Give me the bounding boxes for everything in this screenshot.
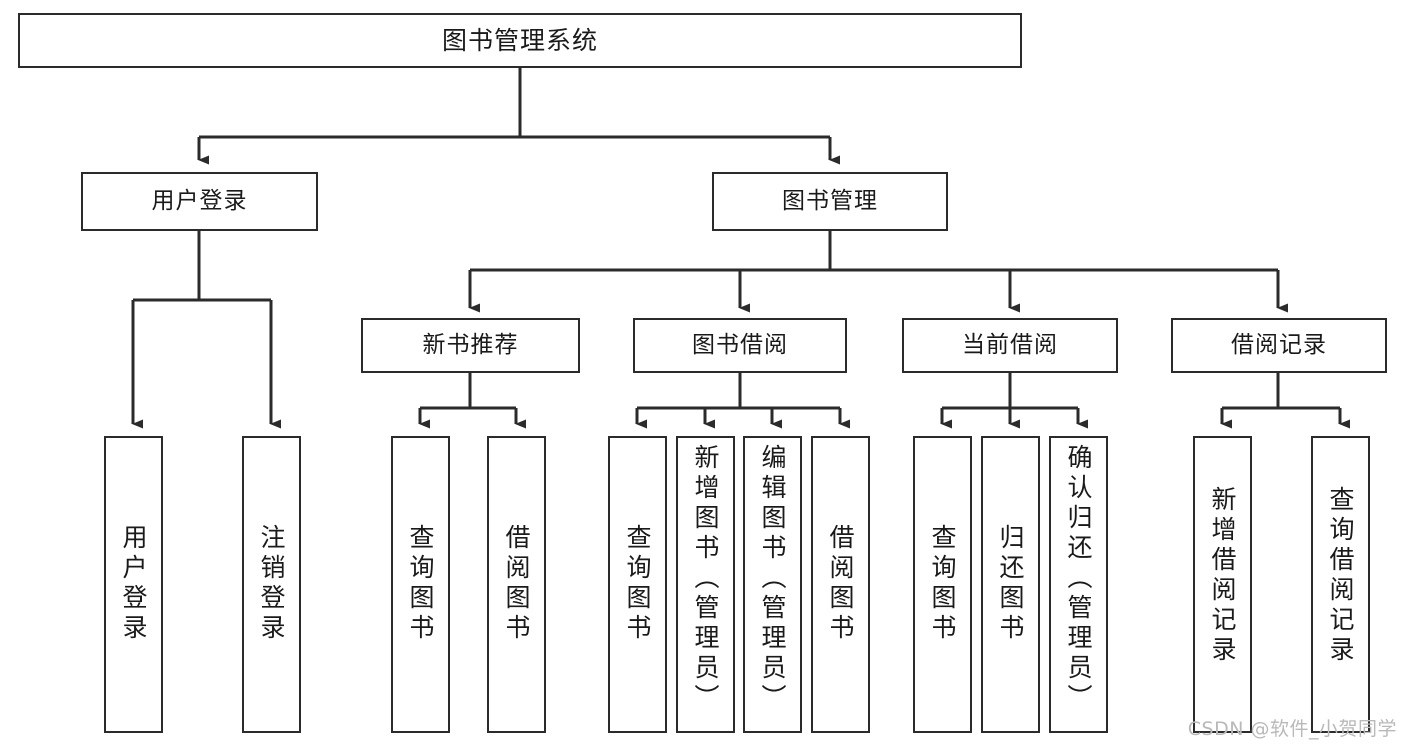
leaf-borrow-record-add-label: 新增借阅记录	[1208, 486, 1237, 666]
node-user-login[interactable]: 用户登录	[81, 172, 318, 231]
node-new-book-recommend-label: 新书推荐	[422, 331, 519, 358]
leaf-book-borrow-query[interactable]: 查询图书	[608, 436, 667, 733]
node-book-borrow-label: 图书借阅	[692, 331, 788, 358]
leaf-book-borrow-borrow-label: 借阅图书	[826, 524, 855, 644]
leaf-book-borrow-query-label: 查询图书	[623, 524, 652, 644]
leaf-new-book-query-label: 查询图书	[406, 524, 435, 644]
leaf-borrow-record-query-label: 查询借阅记录	[1326, 486, 1355, 666]
node-borrow-record[interactable]: 借阅记录	[1171, 318, 1387, 373]
leaf-current-borrow-return[interactable]: 归还图书	[981, 436, 1040, 733]
leaf-book-borrow-add-label: 新增图书（管理员）	[691, 444, 720, 714]
leaf-new-book-borrow-label: 借阅图书	[502, 524, 531, 644]
node-root-system[interactable]: 图书管理系统	[18, 13, 1022, 68]
leaf-user-login-login-label: 用户登录	[119, 524, 148, 644]
node-book-manage-label: 图书管理	[782, 187, 878, 214]
node-user-login-label: 用户登录	[151, 187, 248, 214]
csdn-watermark: CSDN @软件_小贺同学	[1187, 718, 1397, 740]
leaf-borrow-record-add[interactable]: 新增借阅记录	[1193, 436, 1252, 733]
node-book-manage[interactable]: 图书管理	[712, 172, 948, 231]
leaf-current-borrow-return-label: 归还图书	[996, 524, 1025, 644]
node-current-borrow[interactable]: 当前借阅	[902, 318, 1118, 373]
leaf-new-book-query[interactable]: 查询图书	[391, 436, 450, 733]
node-current-borrow-label: 当前借阅	[962, 331, 1058, 358]
node-new-book-recommend[interactable]: 新书推荐	[361, 318, 580, 373]
leaf-current-borrow-confirm[interactable]: 确认归还（管理员）	[1049, 436, 1108, 733]
leaf-borrow-record-query[interactable]: 查询借阅记录	[1311, 436, 1370, 733]
node-book-borrow[interactable]: 图书借阅	[633, 318, 847, 373]
node-borrow-record-label: 借阅记录	[1231, 331, 1327, 358]
leaf-book-borrow-add[interactable]: 新增图书（管理员）	[676, 436, 735, 733]
leaf-new-book-borrow[interactable]: 借阅图书	[487, 436, 546, 733]
leaf-current-borrow-query[interactable]: 查询图书	[913, 436, 972, 733]
leaf-current-borrow-confirm-label: 确认归还（管理员）	[1064, 444, 1093, 714]
leaf-user-login-logout[interactable]: 注销登录	[242, 436, 301, 733]
leaf-current-borrow-query-label: 查询图书	[928, 524, 957, 644]
node-root-system-label: 图书管理系统	[441, 25, 598, 55]
leaf-book-borrow-borrow[interactable]: 借阅图书	[811, 436, 870, 733]
leaf-user-login-login[interactable]: 用户登录	[104, 436, 163, 733]
leaf-user-login-logout-label: 注销登录	[257, 524, 286, 644]
leaf-book-borrow-edit-label: 编辑图书（管理员）	[758, 444, 787, 714]
leaf-book-borrow-edit[interactable]: 编辑图书（管理员）	[743, 436, 802, 733]
